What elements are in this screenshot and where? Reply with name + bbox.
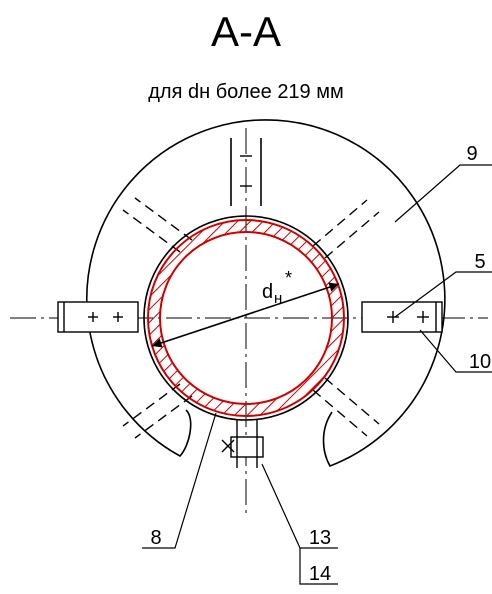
leader-lines — [142, 164, 492, 585]
diameter-subscript: н — [274, 290, 282, 307]
ribs — [122, 197, 380, 439]
right-lug — [361, 301, 443, 333]
top-slot — [230, 138, 262, 206]
top-marks — [240, 155, 252, 187]
callout-13: 13 — [309, 527, 331, 549]
section-title: А-А — [211, 8, 281, 55]
callout-5: 5 — [474, 251, 485, 273]
callout-9: 9 — [466, 143, 477, 165]
diameter-symbol: d — [262, 281, 273, 303]
diameter-star: * — [285, 268, 292, 288]
callout-8: 8 — [150, 527, 161, 549]
left-lug — [57, 301, 139, 333]
diameter-dimension — [151, 282, 340, 348]
section-subtitle: для dн более 219 мм — [148, 81, 344, 103]
bottom-bolt — [221, 420, 264, 468]
callout-14: 14 — [309, 563, 331, 585]
clamp-ring — [143, 215, 349, 421]
callout-10: 10 — [469, 351, 491, 373]
clamp-outer-body — [86, 119, 446, 467]
